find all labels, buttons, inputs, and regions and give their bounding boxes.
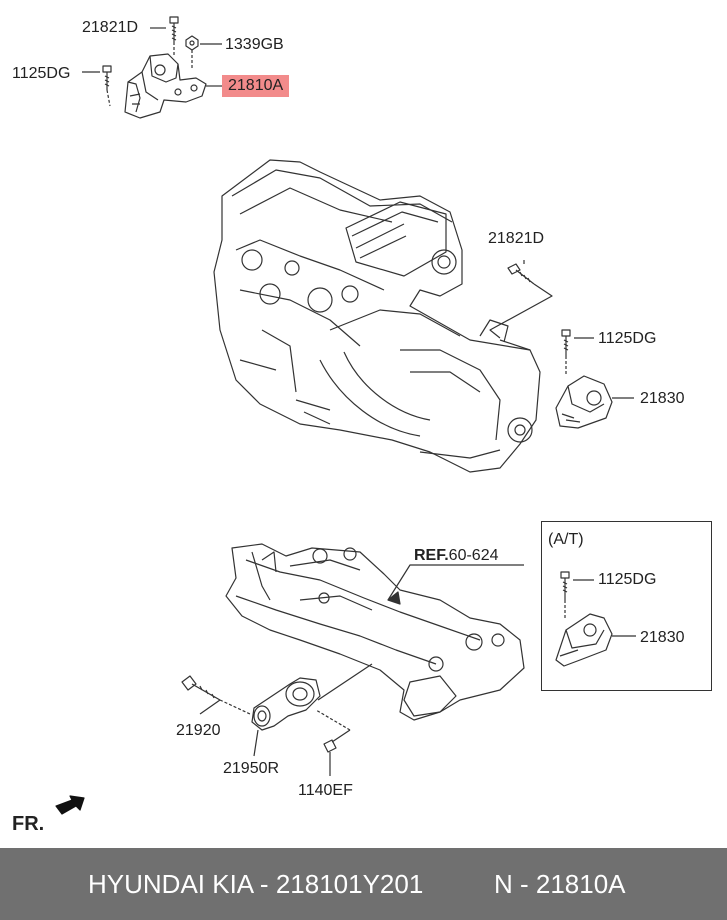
label-reference: REF.60-624 — [414, 547, 499, 565]
label-top-nut: 1339GB — [225, 36, 284, 53]
label-engine-bolt-small: 1125DG — [598, 330, 657, 347]
label-engine-bolt: 21821D — [488, 230, 545, 247]
roll-rod-21950r-drawing — [251, 677, 321, 757]
bolt-1140ef-drawing — [315, 709, 351, 776]
parts-diagram — [55, 16, 636, 815]
label-top-left-bolt: 1125DG — [12, 65, 71, 82]
label-at-bolt: 1125DG — [598, 571, 657, 588]
footer-brand-number: HYUNDAI KIA - 218101Y201 — [88, 869, 424, 899]
label-reference-prefix: REF. — [414, 547, 449, 564]
label-roll-rod: 21950R — [223, 760, 280, 777]
label-reference-code: 60-624 — [448, 547, 499, 564]
bolt-1125dg-top-drawing — [82, 65, 112, 107]
at-variant-box — [541, 521, 712, 691]
front-arrow-icon — [55, 795, 85, 815]
label-at-mount: 21830 — [640, 629, 685, 646]
bolt-21821d-engine-drawing — [489, 260, 553, 339]
label-top-bolt: 21821D — [82, 19, 139, 36]
label-roll-bolt: 21920 — [176, 722, 221, 739]
label-top-part-highlighted: 21810A — [222, 75, 290, 97]
footer-oem-number: N - 21810A — [494, 869, 626, 899]
label-roll-small-bolt: 1140EF — [298, 782, 353, 799]
label-at-title: (A/T) — [548, 531, 584, 548]
nut-1339gb-drawing — [185, 35, 222, 68]
part-number-footer: HYUNDAI KIA - 218101Y201 N - 21810A — [0, 848, 727, 920]
mount-21830-drawing — [555, 375, 634, 429]
mount-21810a-drawing — [124, 53, 207, 119]
at-mount-21830-drawing — [555, 613, 636, 667]
bolt-21821d-top-drawing — [150, 16, 179, 56]
at-bolt-1125dg-drawing — [560, 571, 594, 620]
label-engine-mount: 21830 — [640, 390, 685, 407]
bolt-1125dg-engine-drawing — [561, 329, 594, 376]
subframe-drawing — [225, 543, 525, 721]
bolt-21920-drawing — [181, 675, 251, 715]
label-front: FR. — [12, 813, 45, 835]
engine-assembly-drawing — [213, 159, 541, 473]
